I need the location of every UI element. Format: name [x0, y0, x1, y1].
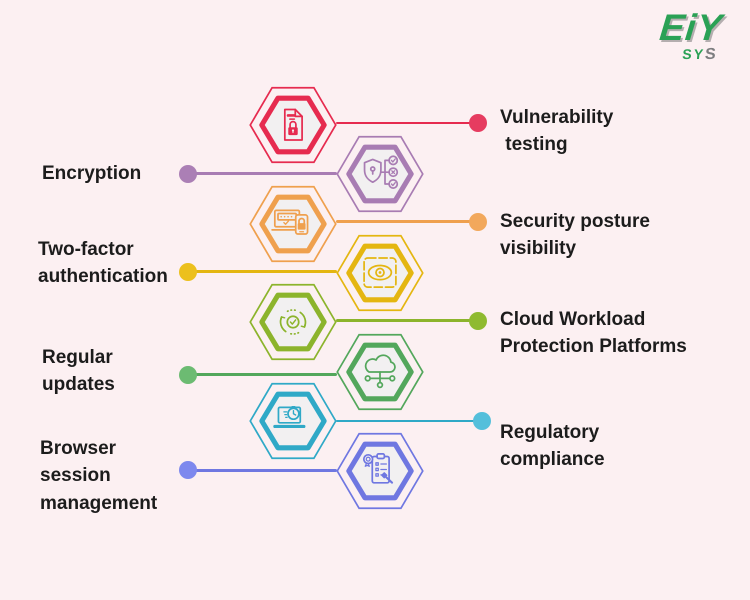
connector-encryption [189, 172, 337, 175]
connector-security-posture [336, 220, 479, 223]
dot-regulatory-compliance [473, 412, 491, 430]
label-regular-updates: Regular updates [42, 347, 115, 396]
two-factor-devices-icon [271, 209, 309, 235]
connector-regulatory-compliance [336, 419, 483, 423]
brand-logo-text: EiY [658, 7, 726, 48]
document-lock-icon [283, 108, 303, 141]
label-browser-session: Browser session management [40, 438, 158, 514]
label-security-posture: Security posture visibility [500, 211, 650, 260]
dot-security-posture [469, 212, 487, 231]
dot-encryption [179, 164, 197, 183]
hexagon-encryption [334, 134, 426, 214]
dot-browser-session [179, 461, 197, 479]
compliance-checklist-icon [362, 453, 394, 484]
connector-two-factor [189, 270, 337, 273]
hexagon-cloud-workload [247, 282, 339, 362]
hexagon-two-factor [334, 233, 426, 313]
label-cloud-workload: Cloud Workload Protection Platforms [500, 309, 687, 358]
dot-two-factor [179, 262, 197, 281]
connector-regular-updates [189, 373, 337, 376]
hexagon-regular-updates [334, 332, 426, 412]
update-cycle-icon [279, 309, 307, 335]
dot-vulnerability-testing [469, 114, 487, 132]
dot-cloud-workload [469, 311, 487, 330]
label-two-factor: Two-factor authentication [38, 239, 168, 288]
connector-cloud-workload [336, 319, 479, 322]
hexagon-vulnerability-testing [247, 85, 339, 165]
cloud-network-icon [364, 354, 396, 389]
hexagon-browser-session [334, 431, 426, 511]
dot-regular-updates [179, 365, 197, 384]
hexagon-regulatory-compliance [247, 381, 339, 461]
brand-logo-subtext-green: SY [681, 46, 707, 62]
brand-logo-subtext-gray: S [704, 46, 719, 63]
shield-verification-icon [363, 155, 399, 189]
label-regulatory-compliance: Regulatory compliance [500, 422, 605, 471]
connector-browser-session [189, 469, 337, 472]
label-vulnerability-testing: Vulnerability testing [500, 107, 614, 156]
laptop-session-timer-icon [273, 405, 306, 428]
brand-logo: EiY SYS [656, 7, 726, 64]
eye-visibility-icon [363, 257, 397, 288]
connector-vulnerability-testing [336, 121, 479, 125]
brand-logo-subtext: SYS [656, 46, 721, 64]
label-encryption: Encryption [42, 163, 142, 184]
hexagon-security-posture [247, 184, 339, 264]
